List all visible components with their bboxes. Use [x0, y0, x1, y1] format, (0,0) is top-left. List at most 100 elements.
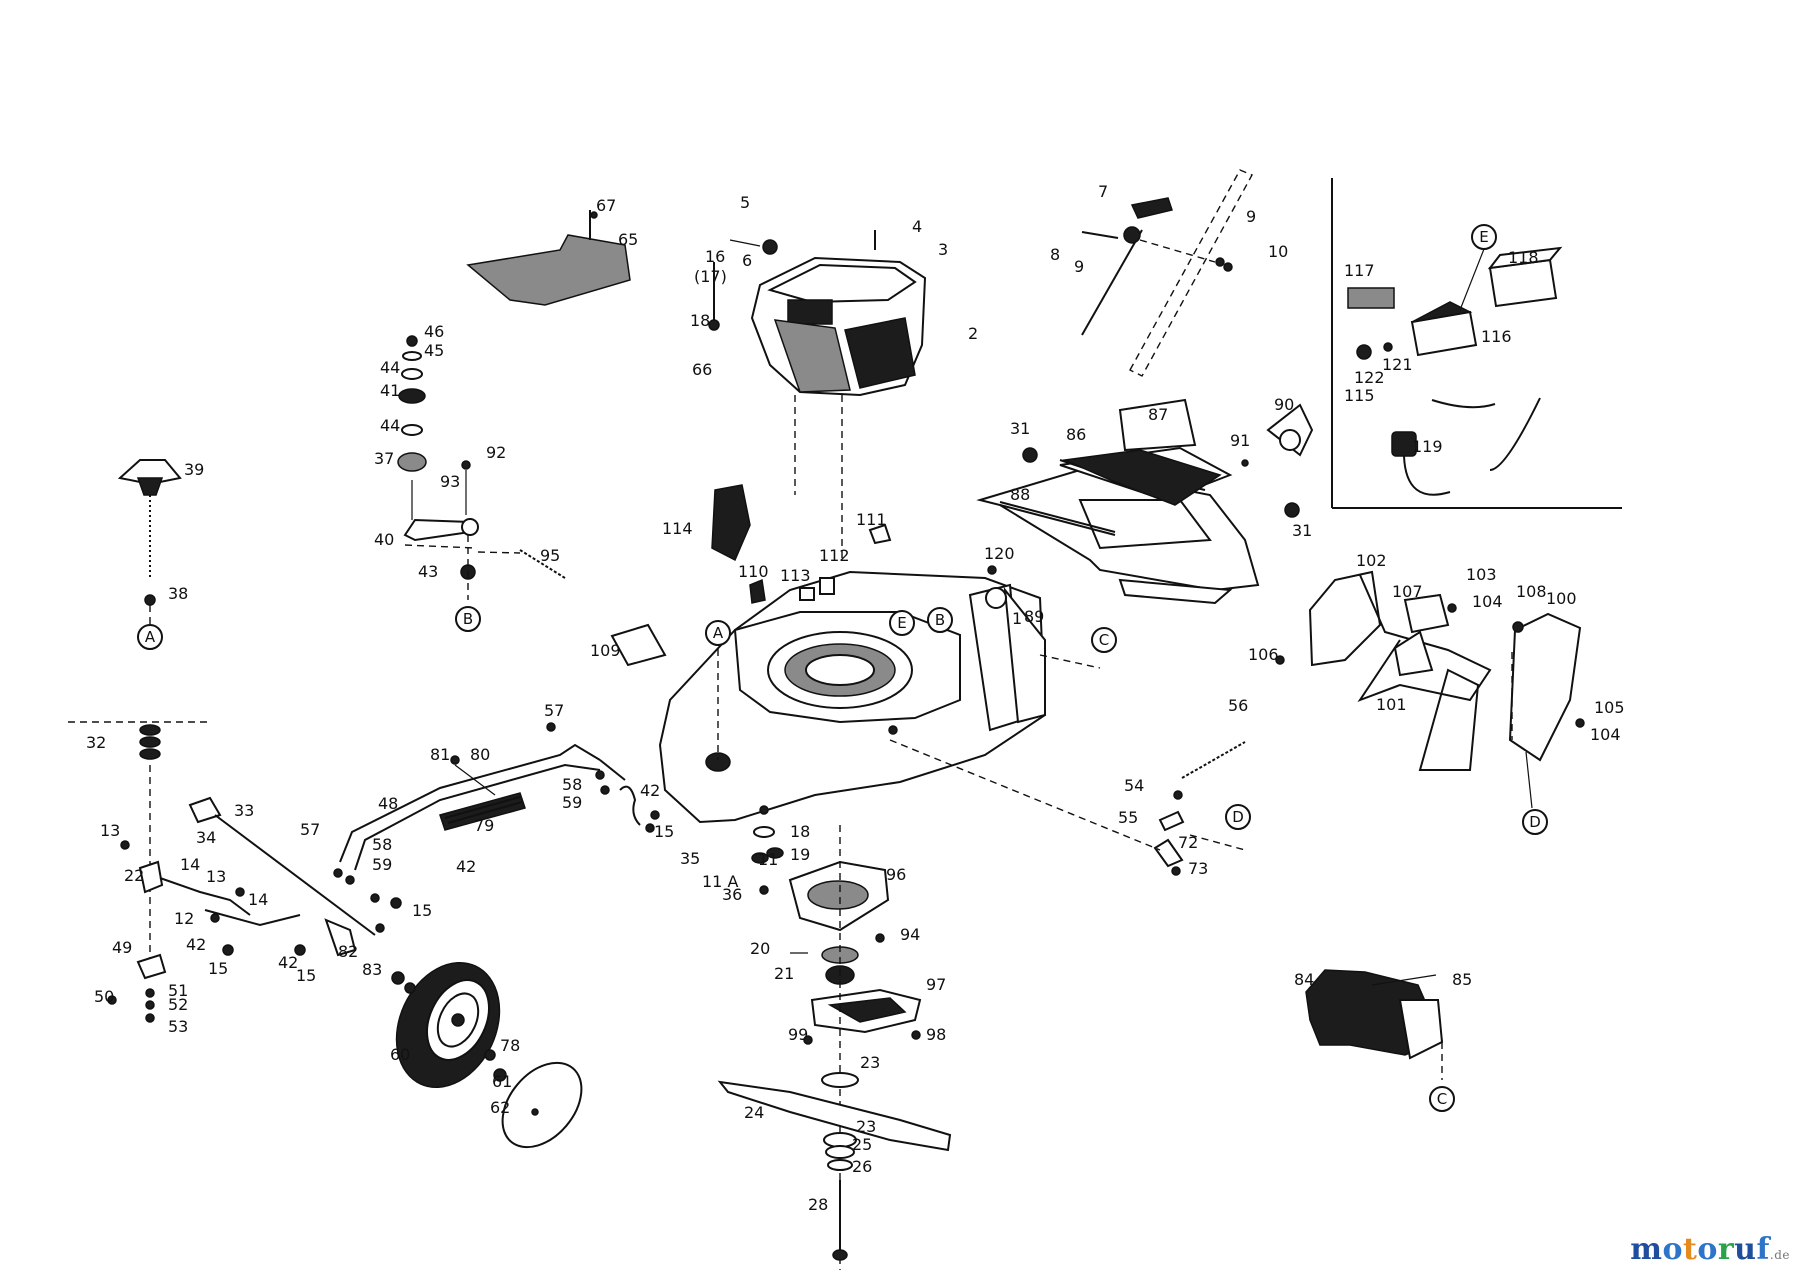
watermark-letter: o	[1662, 1232, 1683, 1267]
height-adjuster	[397, 335, 566, 600]
part-label: 10	[1268, 242, 1288, 261]
part-label: 55	[1118, 808, 1138, 827]
front-pivot	[117, 459, 182, 625]
part-label: 53	[168, 1017, 188, 1036]
misc-side-parts	[610, 484, 1246, 876]
part-label: 121	[1382, 355, 1413, 374]
part-label: 2	[968, 324, 978, 343]
part-label: 9	[1074, 257, 1084, 276]
part-label: 8	[1050, 245, 1060, 264]
part-label: 67	[596, 196, 616, 215]
part-label: 15	[654, 822, 674, 841]
part-label: 14	[180, 855, 200, 874]
mounting-plate	[466, 210, 631, 306]
svg-text:E: E	[897, 614, 906, 632]
part-label: 40	[374, 530, 394, 549]
part-label: 42	[640, 781, 660, 800]
part-label: 81	[430, 745, 450, 764]
rear-flap	[1275, 570, 1585, 809]
part-label: 58	[372, 835, 392, 854]
part-label: 83	[362, 960, 382, 979]
part-label: 108	[1516, 582, 1547, 601]
svg-text:A: A	[145, 628, 156, 646]
part-label: 42	[278, 953, 298, 972]
part-label: 20	[750, 939, 770, 958]
handle-bar	[1081, 169, 1253, 377]
part-label: 39	[184, 460, 204, 479]
part-label: 65	[618, 230, 638, 249]
part-label: 101	[1376, 695, 1407, 714]
part-label: 49	[112, 938, 132, 957]
part-label: 111	[856, 510, 887, 529]
front-axle-assembly	[68, 721, 402, 1023]
svg-text:C: C	[1437, 1090, 1447, 1108]
part-label: 62	[490, 1098, 510, 1117]
rear-axle-bar	[324, 722, 660, 957]
part-label: 22	[124, 866, 144, 885]
callout-a-deck: A	[705, 620, 731, 646]
part-label: 44	[380, 358, 400, 377]
part-label: 102	[1356, 551, 1387, 570]
part-label: 59	[562, 793, 582, 812]
part-label: 82	[338, 942, 358, 961]
part-label: 104	[1472, 592, 1503, 611]
callout-c-plug: C	[1429, 1086, 1455, 1112]
part-label: 96	[886, 865, 906, 884]
part-label: 44	[380, 416, 400, 435]
part-label: 72	[1178, 833, 1198, 852]
part-label: 3	[938, 240, 948, 259]
motoruf-watermark-logo: motoruf.de	[1630, 1232, 1790, 1267]
part-label: 42	[186, 935, 206, 954]
part-label: 104	[1590, 725, 1621, 744]
part-label: 11 A	[702, 872, 738, 891]
part-label: 26	[852, 1157, 872, 1176]
battery-kit	[1331, 178, 1622, 509]
svg-text:A: A	[713, 624, 724, 642]
part-label: 35	[680, 849, 700, 868]
part-label: 97	[926, 975, 946, 994]
screw-nut-set	[729, 230, 876, 255]
part-label: 54	[1124, 776, 1144, 795]
part-label: 109	[590, 641, 621, 660]
watermark-letter: f	[1756, 1232, 1770, 1267]
part-label: 89	[1024, 607, 1044, 626]
part-label: 117	[1344, 261, 1375, 280]
part-label: 120	[984, 544, 1015, 563]
part-label: 103	[1466, 565, 1497, 584]
part-label: 107	[1392, 582, 1423, 601]
part-label: 6	[742, 251, 752, 270]
part-label: 45	[424, 341, 444, 360]
part-label: 25	[852, 1135, 872, 1154]
engine-bolt	[708, 262, 720, 331]
mulching-plug	[1305, 969, 1444, 1080]
part-label: 16	[705, 247, 725, 266]
svg-text:B: B	[463, 610, 473, 628]
part-label: 99	[788, 1025, 808, 1044]
part-label: 31	[1010, 419, 1030, 438]
svg-text:D: D	[1232, 808, 1244, 826]
part-label: 32	[86, 733, 106, 752]
part-label: 18	[690, 311, 710, 330]
part-label: 41	[380, 381, 400, 400]
watermark-letter: t	[1682, 1232, 1698, 1267]
part-label: 119	[1412, 437, 1443, 456]
part-label: 12	[174, 909, 194, 928]
watermark-letter: u	[1734, 1232, 1757, 1267]
part-label: 66	[692, 360, 712, 379]
callout-d-flap: D	[1522, 809, 1548, 835]
deck-housing	[658, 570, 1047, 824]
part-label: 61	[492, 1072, 512, 1091]
part-label: 13	[206, 867, 226, 886]
part-label: 79	[474, 816, 494, 835]
part-label: 56	[1228, 696, 1248, 715]
part-label: 51	[168, 981, 188, 1000]
part-label: 84	[1294, 970, 1314, 989]
part-label: 5	[740, 193, 750, 212]
part-label: 37	[374, 449, 394, 468]
callout-e-deck: E	[889, 610, 915, 636]
watermark-letter: r	[1717, 1232, 1735, 1267]
part-label: 98	[926, 1025, 946, 1044]
part-label: 15	[296, 966, 316, 985]
part-label: 15	[208, 959, 228, 978]
svg-text:B: B	[935, 611, 945, 629]
